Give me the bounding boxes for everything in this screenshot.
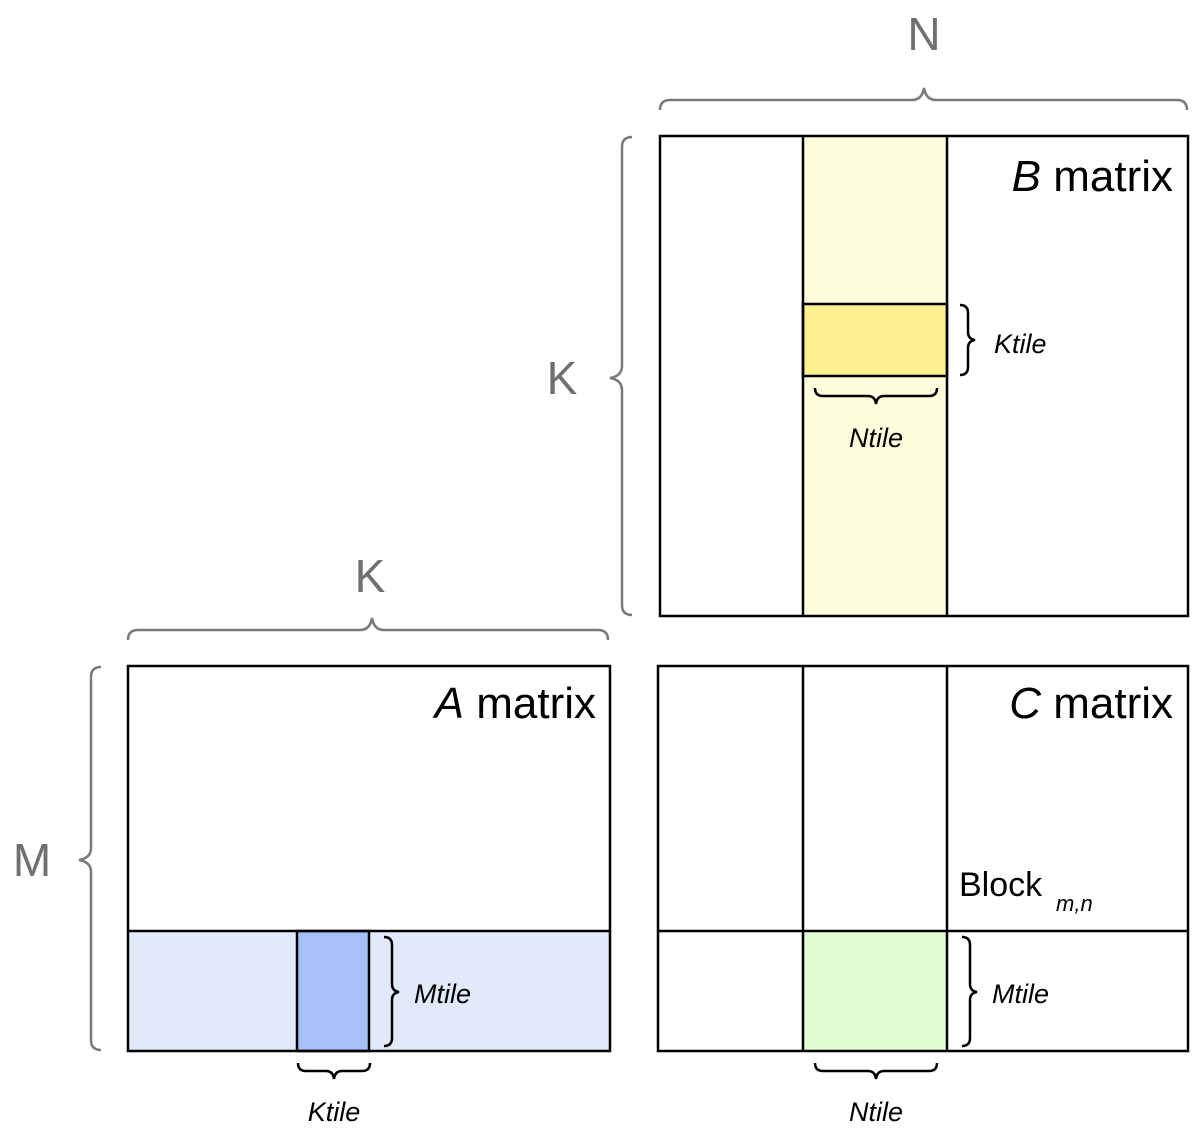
c-block-subscript: m,n bbox=[1056, 891, 1093, 916]
a-mtile-label: Mtile bbox=[414, 979, 471, 1009]
b-ntile-brace bbox=[813, 387, 939, 405]
n-dimension-brace bbox=[658, 87, 1189, 111]
c-matrix-title: C matrix bbox=[1009, 679, 1173, 728]
m-dimension-label: M bbox=[13, 834, 51, 886]
a-ktile-brace bbox=[296, 1062, 372, 1080]
k-dimension-label-b: K bbox=[547, 352, 578, 404]
m-dimension-brace bbox=[78, 665, 102, 1052]
c-mtile-brace bbox=[961, 935, 978, 1048]
a-matrix-border bbox=[126, 664, 612, 1053]
b-ktile-ntile-tile bbox=[801, 302, 949, 378]
b-ktile-brace bbox=[959, 303, 976, 377]
k-dimension-brace-a bbox=[126, 617, 610, 641]
a-mtile-brace bbox=[383, 935, 400, 1048]
a-mtile-ktile-tile bbox=[295, 929, 371, 1053]
b-ntile-label: Ntile bbox=[849, 423, 903, 453]
n-dimension-label: N bbox=[907, 8, 940, 60]
b-matrix: B matrix Ktile Ntile bbox=[658, 134, 1190, 618]
c-block-label: Block bbox=[959, 866, 1043, 904]
c-mtile-label: Mtile bbox=[992, 979, 1049, 1009]
c-ntile-label: Ntile bbox=[849, 1097, 903, 1127]
k-dimension-brace-b bbox=[609, 135, 633, 617]
c-matrix: C matrix Block m,n Mtile Ntile bbox=[656, 664, 1190, 1127]
c-block-tile bbox=[803, 931, 947, 1051]
k-dimension-label-a: K bbox=[355, 550, 386, 602]
b-matrix-title: B matrix bbox=[1012, 152, 1173, 201]
a-ktile-label: Ktile bbox=[308, 1097, 361, 1127]
b-ktile-label: Ktile bbox=[994, 329, 1047, 359]
b-matrix-border bbox=[658, 134, 1190, 618]
a-matrix-title: A matrix bbox=[432, 679, 596, 728]
a-matrix: A matrix Mtile Ktile bbox=[126, 664, 612, 1127]
c-matrix-border bbox=[656, 664, 1190, 1053]
c-ntile-brace bbox=[813, 1062, 939, 1080]
